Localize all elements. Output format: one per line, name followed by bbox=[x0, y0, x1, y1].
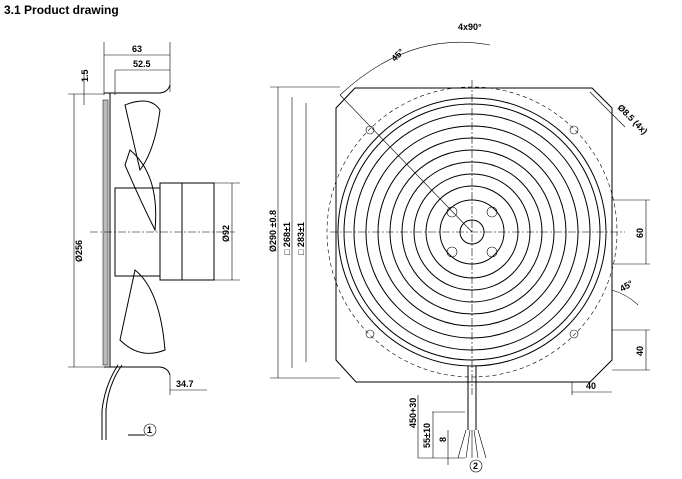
dim-depth-inner: 52.5 bbox=[133, 59, 151, 69]
dim-cutout-height: 60 bbox=[635, 228, 645, 238]
dim-chamfer-h: 40 bbox=[586, 381, 596, 391]
dim-motor-protrusion: 34.7 bbox=[176, 379, 194, 389]
dim-diameter-motor: Ø92 bbox=[221, 225, 231, 242]
dim-strip-length: 55±10 bbox=[422, 423, 432, 448]
dim-cable-length: 450+30 bbox=[408, 398, 418, 428]
dim-chamfer-v: 40 bbox=[635, 346, 645, 356]
view-marker-1: 1 bbox=[147, 425, 152, 435]
view-marker-2: 2 bbox=[473, 461, 478, 471]
dim-holes: Ø8.5 (4x) bbox=[616, 102, 650, 136]
section-title: 3.1 Product drawing bbox=[4, 3, 119, 17]
dim-square-outer: □ 283±1 bbox=[296, 222, 306, 255]
front-view: 4x90° 45° Ø8.5 (4x) Ø290 ±0.8 □ 268±1 □ … bbox=[268, 22, 650, 473]
dim-square-inner: □ 268±1 bbox=[282, 222, 292, 255]
dim-angle-holes: 4x90° bbox=[458, 22, 482, 32]
side-view: 63 52.5 1.5 Ø256 Ø92 34.7 1 bbox=[68, 42, 240, 440]
dim-plate: 1.5 bbox=[80, 69, 90, 82]
dim-angle-45-right: 45° bbox=[618, 278, 635, 294]
dim-depth-total: 63 bbox=[132, 44, 142, 54]
dim-diameter-impeller: Ø256 bbox=[74, 240, 84, 262]
dim-wire-end: 8 bbox=[438, 437, 448, 442]
dim-angle-45-top: 45° bbox=[389, 46, 406, 63]
dim-bolt-circle: Ø290 ±0.8 bbox=[268, 210, 278, 252]
